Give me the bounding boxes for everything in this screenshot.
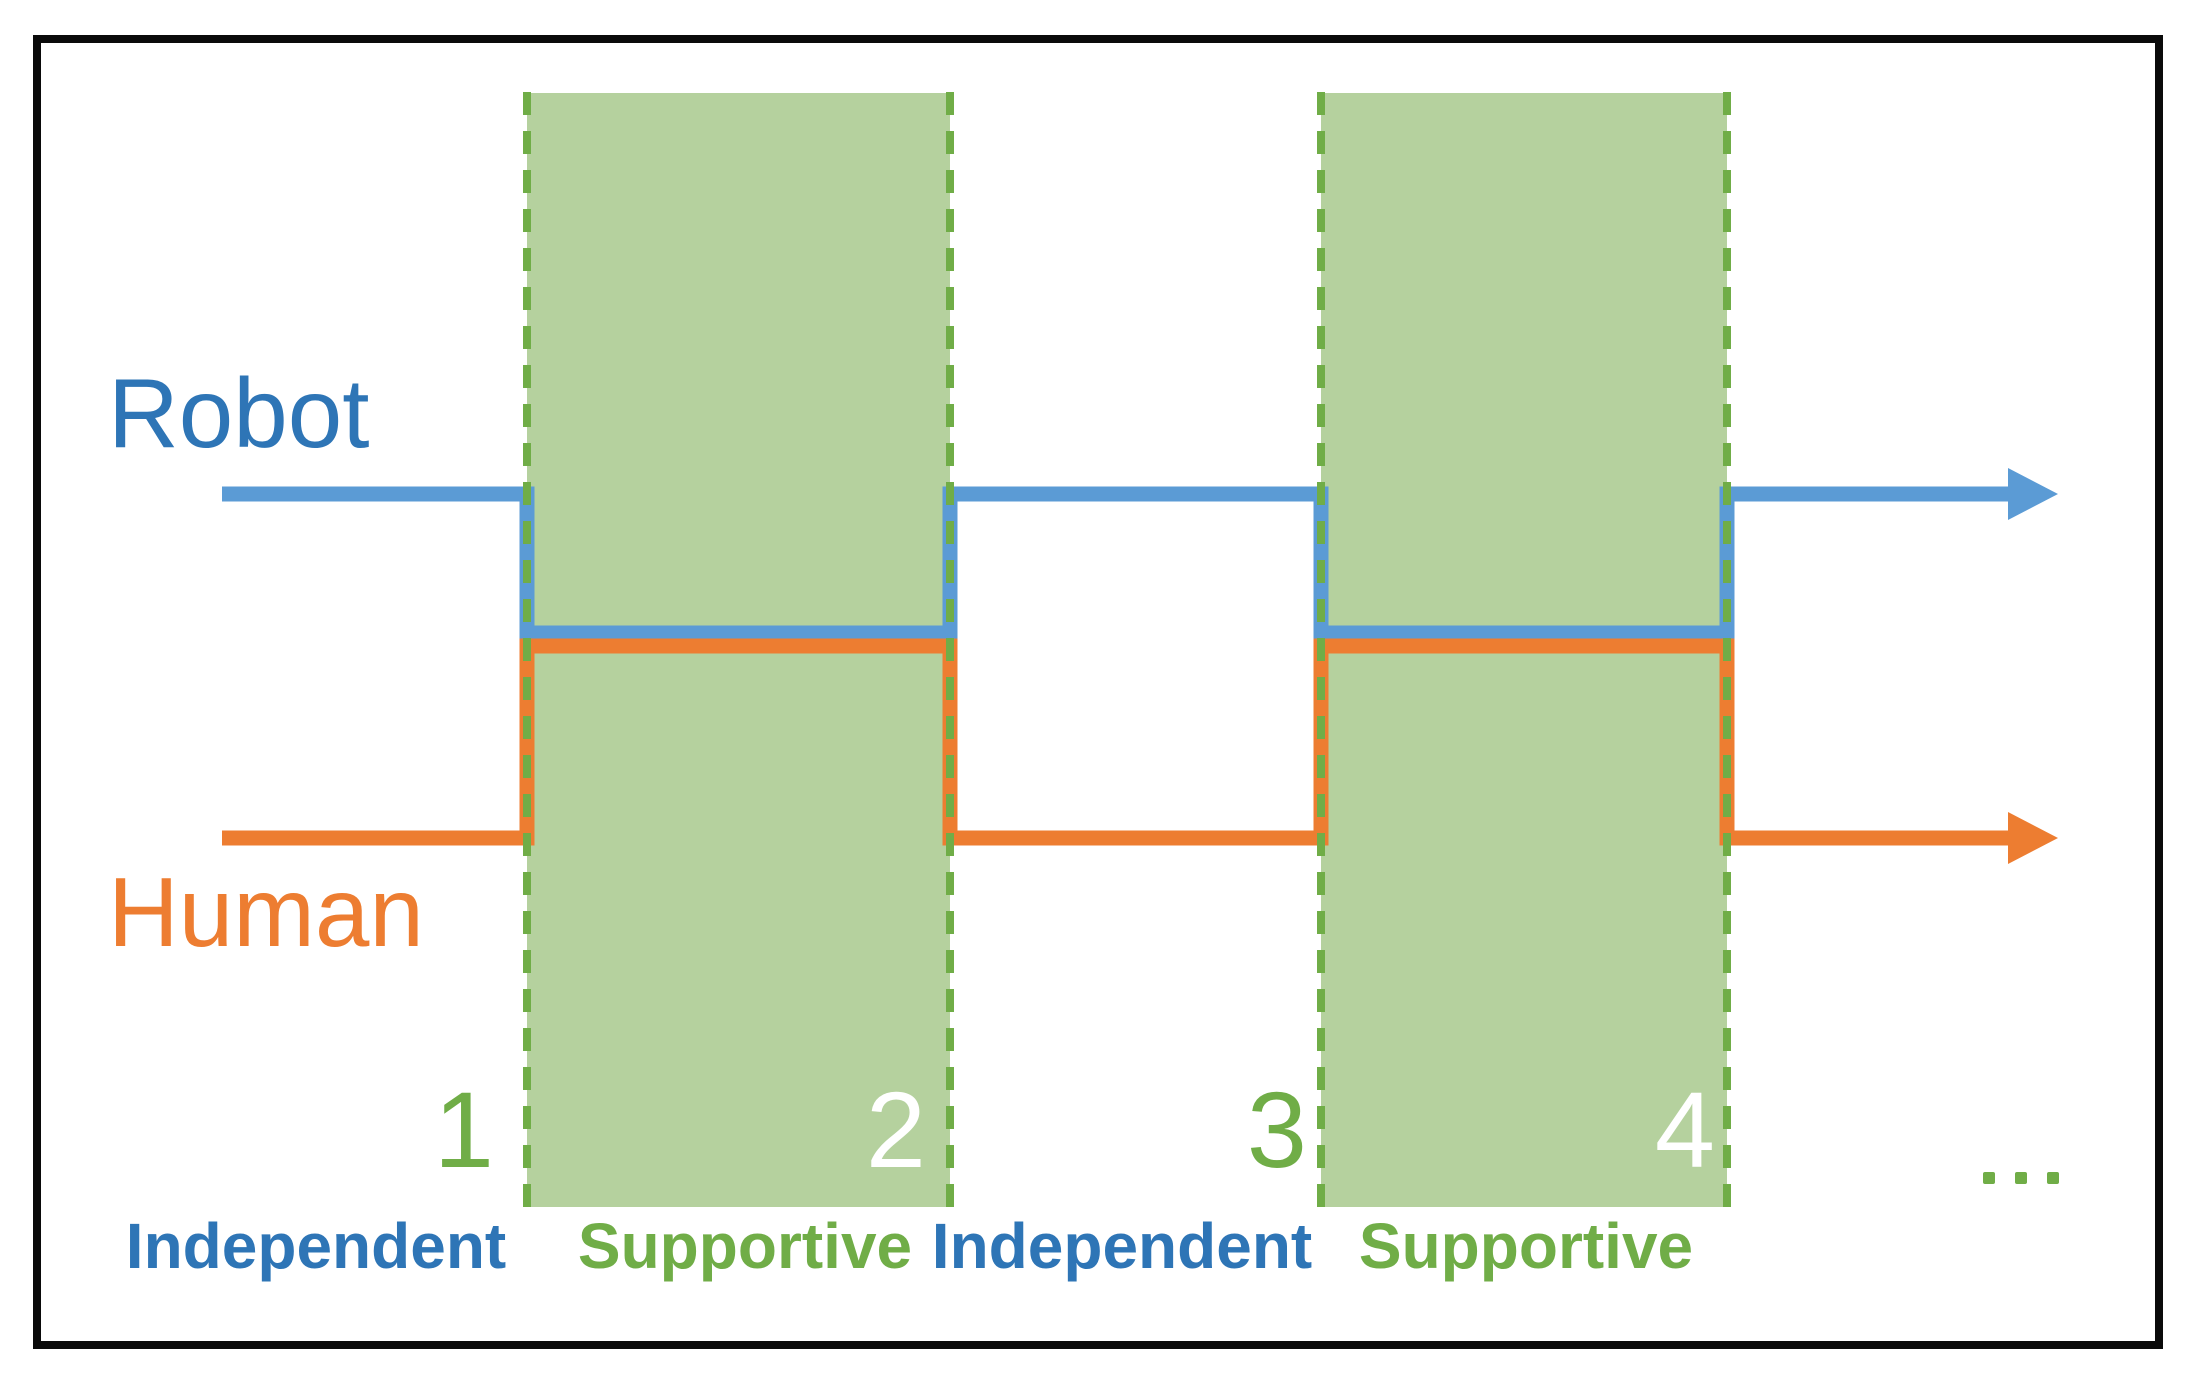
ellipsis-dot xyxy=(2015,1172,2027,1184)
boundary-marker-3: 3 xyxy=(1246,1069,1307,1190)
human-label: Human xyxy=(108,857,424,967)
phase-label-supportive-1: Supportive xyxy=(577,1210,913,1282)
robot-arrowhead-icon xyxy=(2008,468,2058,520)
human-arrowhead-icon xyxy=(2008,812,2058,864)
ellipsis-dot xyxy=(2047,1172,2059,1184)
outer-frame xyxy=(33,35,2163,1349)
ellipsis-icon: ... xyxy=(1983,1172,2059,1184)
boundary-marker-4: 4 xyxy=(1654,1069,1715,1190)
phase-label-supportive-2: Supportive xyxy=(1358,1210,1694,1282)
ellipsis-dot xyxy=(1983,1172,1995,1184)
phase-label-independent-2: Independent xyxy=(931,1210,1313,1282)
boundary-marker-1: 1 xyxy=(433,1069,494,1190)
robot-label: Robot xyxy=(108,358,370,468)
boundary-marker-2: 2 xyxy=(865,1069,926,1190)
human-timeline-line xyxy=(222,638,2012,846)
phase-label-independent-1: Independent xyxy=(125,1210,507,1282)
robot-timeline-line xyxy=(222,486,2012,641)
